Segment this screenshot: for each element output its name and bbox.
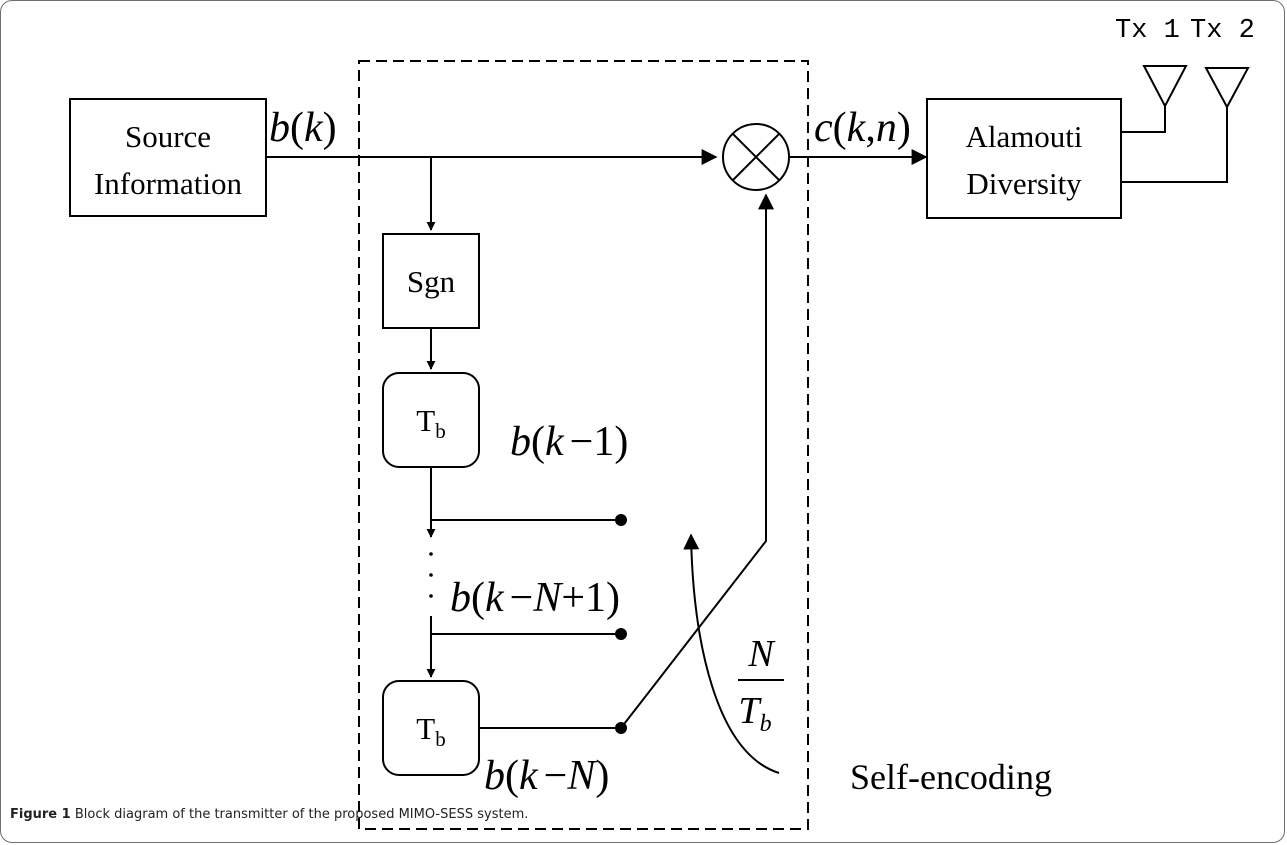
figure-caption-text: Block diagram of the transmitter of the … bbox=[74, 807, 525, 822]
antenna-tx2-icon bbox=[1204, 67, 1250, 110]
sgn-label: Sgn bbox=[407, 264, 456, 299]
antenna-tx1-label: Tx 1 bbox=[1115, 16, 1180, 46]
tap-dot-bkn1 bbox=[615, 628, 627, 640]
antenna-feed-tx1 bbox=[1121, 106, 1166, 133]
figure-caption-end: . bbox=[524, 807, 529, 822]
ellipsis-dot-2 bbox=[429, 573, 433, 577]
source-label-line1: Source bbox=[125, 119, 211, 154]
self-encoding-region bbox=[358, 60, 809, 830]
selector-switch-line bbox=[620, 193, 774, 729]
alamouti-diversity-block bbox=[926, 98, 1122, 219]
signal-label-bk1: b(k−1) bbox=[510, 419, 628, 465]
delay-block-1-label: Tb bbox=[416, 403, 445, 443]
source-label-line2: Information bbox=[94, 166, 243, 201]
delay-block-2-label: Tb bbox=[416, 711, 445, 751]
alamouti-label-line2: Diversity bbox=[966, 166, 1082, 201]
figure-caption-label: Figure 1 bbox=[10, 807, 71, 822]
signal-label-bk: b(k) bbox=[269, 105, 337, 151]
alamouti-label-line1: Alamouti bbox=[965, 119, 1082, 154]
ellipsis-dot-1 bbox=[429, 552, 433, 556]
antenna-feed-tx2 bbox=[1121, 107, 1228, 183]
tap-dot-bk1 bbox=[615, 514, 627, 526]
multiplier-cross-b bbox=[732, 133, 780, 181]
signal-label-ckn: c(k,n) bbox=[814, 105, 911, 151]
figure-caption: Figure 1 Block diagram of the transmitte… bbox=[10, 807, 528, 822]
self-encoding-label: Self-encoding bbox=[850, 757, 1052, 797]
rate-denominator: Tb bbox=[738, 690, 771, 737]
signal-label-bkn1: b(k−N+1) bbox=[450, 575, 620, 621]
signal-label-bkn: b(k−N) bbox=[484, 753, 609, 799]
ellipsis-dot-3 bbox=[429, 594, 433, 598]
antenna-tx1-icon bbox=[1142, 65, 1188, 109]
rate-numerator: N bbox=[747, 633, 776, 675]
antenna-tx2-label: Tx 2 bbox=[1190, 16, 1255, 46]
rotation-arrow bbox=[683, 533, 780, 774]
